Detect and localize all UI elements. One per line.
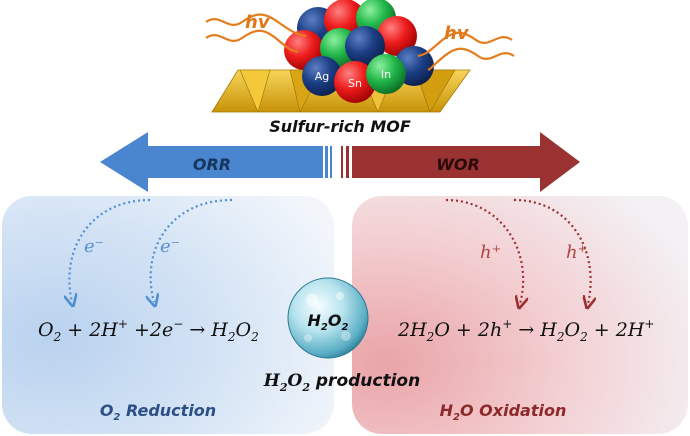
electron-arrows [69, 198, 233, 302]
reduction-panel [2, 196, 334, 434]
in-label: In [381, 68, 391, 81]
mof-title: Sulfur-rich MOF [269, 117, 411, 136]
oxidation-label: H2O Oxidation [440, 401, 567, 423]
electron-label-1: e⁻ [84, 236, 104, 257]
in-atom [366, 54, 406, 94]
sn-atom [334, 61, 376, 103]
hole-label-2: h⁺ [566, 242, 587, 263]
reduction-label: O2 Reduction [100, 401, 216, 423]
h2o2-sphere: H2O2 [287, 277, 369, 359]
ag-atom [302, 56, 342, 96]
oxidation-equation: 2H2O + 2h+ → H2O2 + 2H+ [397, 317, 654, 344]
hv-left: hv [245, 12, 271, 33]
hole-label-1: h⁺ [480, 242, 501, 263]
wor-label: WOR [436, 155, 480, 174]
sn-label: Sn [348, 77, 362, 90]
light-waves-right [417, 31, 515, 71]
oxidation-panel [352, 196, 688, 434]
production-caption: H2O2 production [263, 371, 420, 394]
orr-arrow [100, 132, 332, 192]
reduction-equation: O2 + 2H+ +2e− → H2O2 [38, 317, 259, 344]
light-waves-left [205, 13, 307, 54]
electron-label-2: e⁻ [160, 236, 180, 257]
sphere-label: H2O2 [308, 311, 349, 333]
hv-right: hv [444, 23, 470, 44]
wor-arrow [341, 132, 580, 192]
atom-cluster: Ag Sn In [284, 0, 434, 103]
orr-label: ORR [193, 155, 231, 174]
ag-label: Ag [315, 70, 330, 83]
